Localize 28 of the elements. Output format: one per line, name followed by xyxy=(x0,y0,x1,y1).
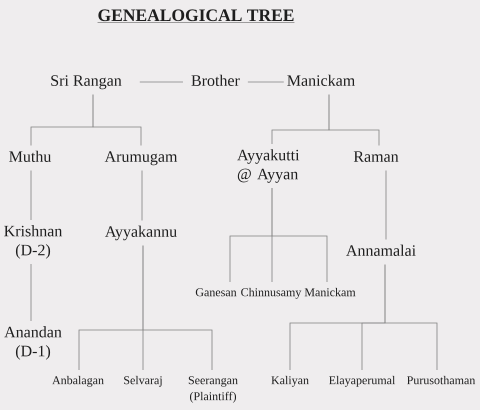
connector-line xyxy=(272,188,328,282)
person-name: Anbalagan xyxy=(52,376,104,387)
person-name: Anandan (D-1) xyxy=(4,326,62,360)
person-name: Manickam xyxy=(304,288,356,296)
connector-line xyxy=(142,245,212,370)
person-name: Muthu xyxy=(9,150,52,162)
person-name: Annamalai xyxy=(346,244,416,256)
connector-line xyxy=(328,94,380,146)
connector-line xyxy=(30,264,32,322)
person-name: Raman xyxy=(354,151,398,162)
person-name: Chinnusamy xyxy=(241,288,302,299)
person-name: Sri Rangan xyxy=(51,75,122,90)
person-name: Kaliyan xyxy=(271,376,309,387)
person-name: Elayaperumal xyxy=(329,376,396,387)
person-name: Seerangan (Plaintiff) xyxy=(188,376,238,403)
person-name: Ganesan xyxy=(196,288,236,296)
person-name: Selvaraj xyxy=(124,376,162,387)
person-name: Ayyakutti @ Ayyan xyxy=(237,149,300,183)
person-name: Arumugam xyxy=(104,151,178,166)
edge-label: Brother xyxy=(182,72,248,92)
person-name: Krishnan (D-2) xyxy=(4,225,62,259)
person-name: Ayyakannu xyxy=(105,226,177,240)
connector-line xyxy=(92,94,142,146)
connector-line xyxy=(384,264,438,370)
title: GENEALOGICAL TREE xyxy=(97,9,295,23)
person-name: Purusothaman xyxy=(407,376,476,384)
connector-line xyxy=(30,170,32,220)
person-name: Manickam xyxy=(287,74,355,86)
